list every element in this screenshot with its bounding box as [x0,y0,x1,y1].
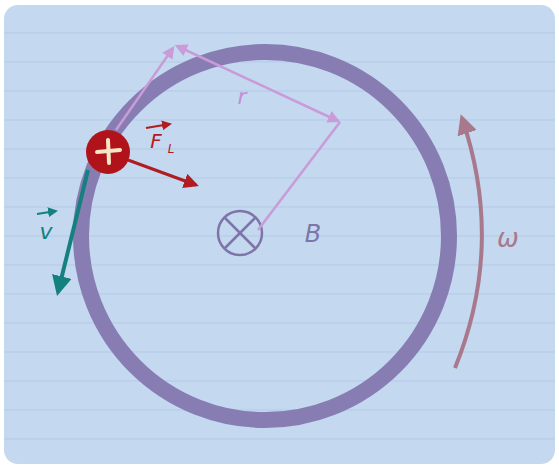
paper-ground [4,5,555,464]
force-label: F [150,131,162,151]
force-subscript: L [168,143,175,155]
vector-mark [37,211,56,214]
velocity-label: v [39,221,52,243]
ring [81,52,449,420]
rotation-arrow [455,118,482,368]
radius-label: r [237,86,246,108]
angular-velocity-label: ω [497,225,519,251]
vector-mark [146,124,170,128]
ruled-lines [4,33,555,439]
charged-particle [86,130,130,174]
force-arrow [128,160,196,185]
radius-dimension [116,46,340,230]
velocity-arrow [58,170,88,292]
field-label: B [305,222,321,246]
field-symbol [218,211,262,255]
